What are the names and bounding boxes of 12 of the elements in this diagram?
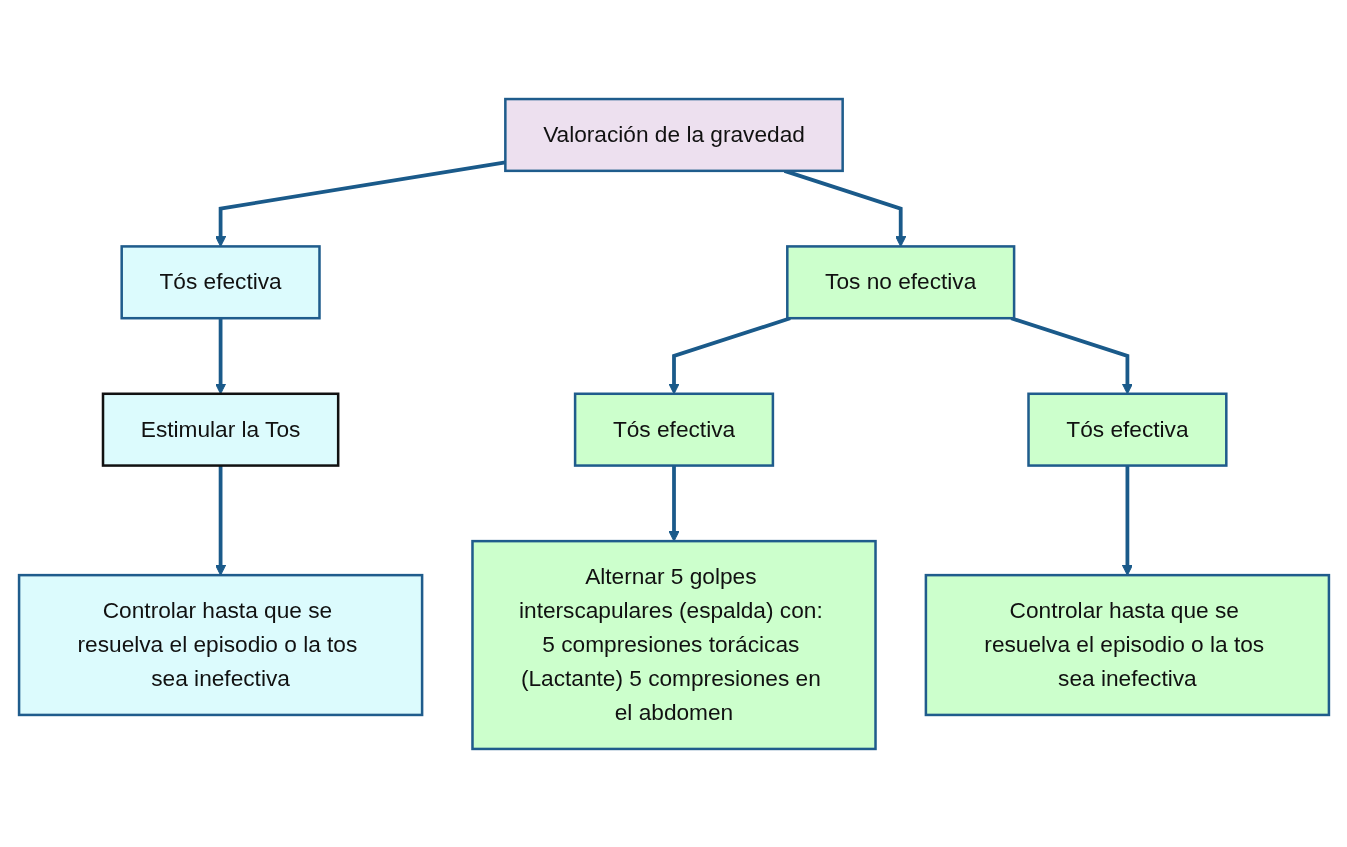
node-box: Estimular la Tos (101, 392, 339, 467)
node-box: Tós efectiva (119, 244, 321, 319)
node-box: Controlar hasta que se resuelva el episodio o la tos sea inefectiva (924, 573, 1330, 716)
node-box: Controlar hasta que se resuelva el episodio o la tos sea inefectiva (17, 573, 423, 716)
node-box: Valoración de la gravedad (503, 97, 844, 172)
arrow (214, 317, 226, 394)
node-box: Tós efectiva (573, 392, 774, 467)
node-box: Tós efectiva (1026, 392, 1228, 467)
arrow (1010, 315, 1133, 394)
node-box: Tos no efectiva (785, 244, 1015, 319)
node-box: Alternar 5 golpes interscapulares (espalda) con: 5 compresiones torácicas (Lactante) 5 compresiones en el abdomen (470, 539, 877, 750)
arrow (667, 315, 791, 394)
